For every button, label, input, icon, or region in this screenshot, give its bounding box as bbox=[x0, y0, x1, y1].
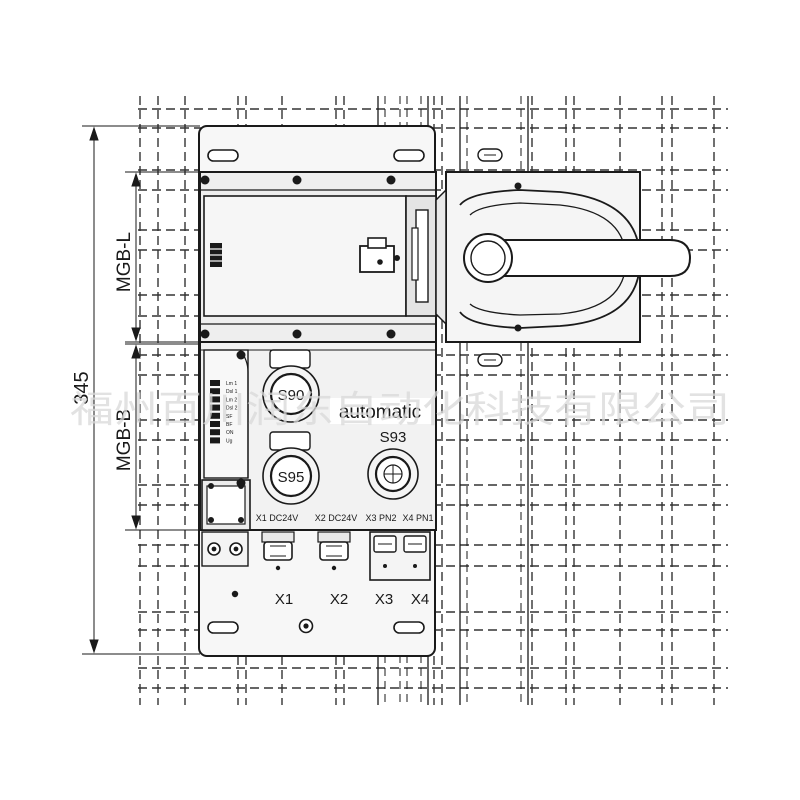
led-label: Lm 2 bbox=[226, 397, 237, 403]
housing-screw bbox=[236, 350, 246, 360]
led-label: Dsl 2 bbox=[226, 406, 238, 412]
dimension-upper bbox=[125, 171, 200, 343]
connector-x2-label: X2 bbox=[330, 591, 348, 608]
led-indicator bbox=[210, 404, 220, 411]
led-list: Lm 1 Dsl 1 Lm 2 Dsl 2 SF BF ON Ug bbox=[210, 380, 238, 444]
automatic-label: automatic bbox=[339, 402, 421, 423]
dimension-lower-label: MGB-B bbox=[114, 409, 135, 471]
led-label: Dsl 1 bbox=[226, 389, 238, 395]
led-label: Lm 1 bbox=[226, 381, 237, 387]
connector-plate: X1 X2 X3 X4 bbox=[201, 531, 431, 634]
connector-x1 bbox=[261, 531, 295, 571]
connector-x1-label: X1 bbox=[275, 591, 293, 608]
led-indicator bbox=[210, 429, 220, 436]
latch-block bbox=[359, 245, 395, 273]
housing-screw bbox=[236, 478, 246, 488]
locking-module bbox=[199, 171, 437, 343]
housing-screw bbox=[200, 175, 210, 185]
dimension-total bbox=[82, 125, 200, 655]
mounting-slot-top-right bbox=[393, 149, 425, 162]
button-s90 bbox=[269, 372, 313, 416]
handle-bar bbox=[488, 239, 692, 277]
led-indicator bbox=[210, 396, 220, 403]
mounting-slot-bottom-right bbox=[393, 621, 425, 634]
housing-screw bbox=[200, 329, 210, 339]
estop-label: S93 bbox=[380, 429, 407, 446]
connector-x3-label: X3 bbox=[375, 591, 393, 608]
door-handle-module bbox=[435, 148, 692, 367]
mounting-slot-top-left bbox=[207, 149, 239, 162]
housing-screw bbox=[386, 175, 396, 185]
led-indicator bbox=[210, 380, 220, 386]
button-s95 bbox=[269, 454, 313, 498]
led-indicator bbox=[210, 412, 220, 419]
dimension-lower bbox=[125, 343, 200, 531]
housing-screws bbox=[200, 175, 396, 488]
button-s95-label: S95 bbox=[278, 469, 305, 486]
connector-x4 bbox=[403, 535, 427, 568]
connector-x4-label: X4 bbox=[411, 591, 429, 608]
led-label: SF bbox=[226, 414, 232, 420]
x3-spec-label: X3 PN2 bbox=[365, 513, 396, 523]
connector-x3 bbox=[373, 535, 397, 568]
watermark: 福州百川润东自动化科技有限公司 bbox=[70, 388, 730, 431]
screw-bottom-small bbox=[231, 590, 239, 598]
x4-spec-label: X4 PN1 bbox=[402, 513, 433, 523]
led-indicator bbox=[210, 437, 220, 444]
housing-screw bbox=[292, 175, 302, 185]
led-indicator bbox=[210, 388, 220, 395]
led-label: BF bbox=[226, 422, 232, 428]
dimension-total-label: 345 bbox=[71, 371, 93, 404]
led-indicator bbox=[210, 421, 220, 427]
x2-spec-label: X2 DC24V bbox=[315, 513, 358, 523]
control-module: Lm 1 Dsl 1 Lm 2 Dsl 2 SF BF ON Ug S90 S95 S93 a… bbox=[199, 341, 437, 531]
led-label: ON bbox=[226, 430, 234, 436]
dimension-upper-label: MGB-L bbox=[114, 232, 135, 292]
housing-screw bbox=[292, 329, 302, 339]
led-label: Ug bbox=[226, 438, 233, 444]
connector-x2 bbox=[317, 531, 351, 571]
x1-spec-label: X1 DC24V bbox=[256, 513, 299, 523]
housing-screw bbox=[386, 329, 396, 339]
button-s90-label: S90 bbox=[278, 387, 305, 404]
mounting-slot-bottom-left bbox=[207, 621, 239, 634]
